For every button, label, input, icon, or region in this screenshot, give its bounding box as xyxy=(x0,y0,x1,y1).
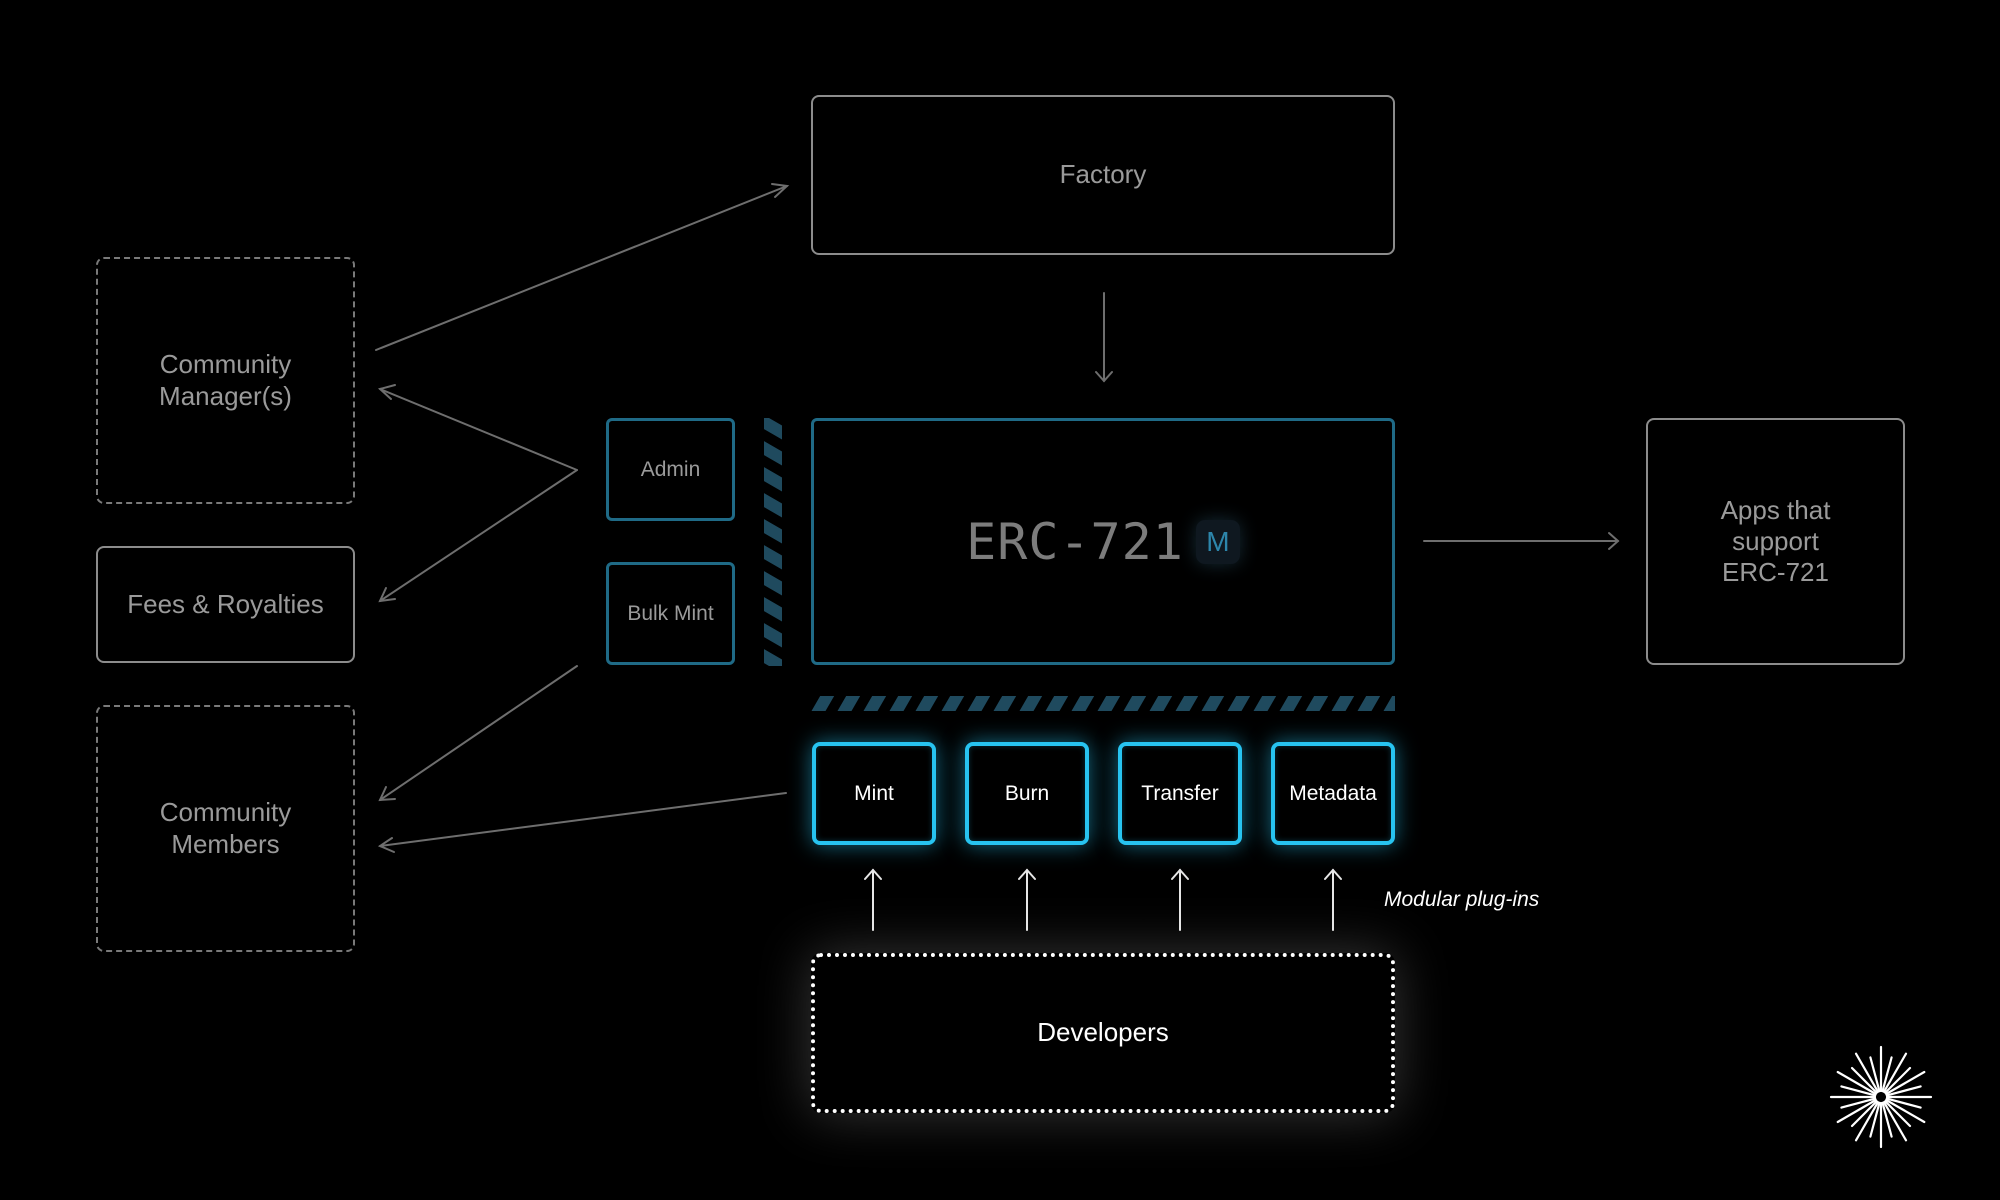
modular-plugins-note: Modular plug-ins xyxy=(1384,888,1540,911)
bulk-mint-label: Bulk Mint xyxy=(627,601,714,625)
arrow-dev-to-burn xyxy=(1018,868,1036,931)
developers-label: Developers xyxy=(1037,1017,1169,1048)
plugin-metadata-label: Metadata xyxy=(1289,781,1377,805)
erc721-box: ERC-721 M xyxy=(811,418,1395,665)
arrow-factory-to-erc721 xyxy=(1095,292,1113,383)
apps-label: Apps that support ERC-721 xyxy=(1720,494,1831,588)
plugin-transfer-label: Transfer xyxy=(1141,781,1219,805)
community-managers-box: Community Manager(s) xyxy=(96,257,355,504)
vertical-hatch-bar xyxy=(764,418,782,666)
bulk-mint-box: Bulk Mint xyxy=(606,562,735,665)
arrow-admin-to-fees xyxy=(378,469,578,603)
plugin-transfer: Transfer xyxy=(1118,742,1242,845)
plugin-mint: Mint xyxy=(812,742,936,845)
erc721-badge: M xyxy=(1195,519,1240,564)
plugin-mint-label: Mint xyxy=(854,781,894,805)
developers-box: Developers xyxy=(811,953,1395,1113)
arrow-erc721-to-apps xyxy=(1423,532,1620,550)
horizontal-hatch-bar xyxy=(811,696,1395,711)
arrow-dev-to-mint xyxy=(864,868,882,931)
factory-box: Factory xyxy=(811,95,1395,255)
community-members-label: Community Members xyxy=(159,797,292,859)
admin-box: Admin xyxy=(606,418,735,521)
plugin-burn-label: Burn xyxy=(1004,781,1050,805)
arrow-admin-to-managers xyxy=(377,384,578,471)
fees-royalties-label: Fees & Royalties xyxy=(127,588,324,619)
arrow-bulkmint-to-members xyxy=(378,665,578,802)
arrow-dev-to-transfer xyxy=(1171,868,1189,931)
community-members-box: Community Members xyxy=(96,705,355,952)
community-managers-label: Community Manager(s) xyxy=(159,349,292,411)
apps-box: Apps that support ERC-721 xyxy=(1646,418,1905,665)
starburst-icon xyxy=(1829,1045,1933,1149)
arrow-dev-to-metadata xyxy=(1324,868,1342,931)
plugin-metadata: Metadata xyxy=(1271,742,1395,845)
admin-label: Admin xyxy=(640,457,701,481)
erc721-label: ERC-721 xyxy=(966,512,1184,571)
arrow-managers-to-factory xyxy=(375,183,790,351)
arrow-mint-to-members xyxy=(377,792,787,853)
factory-label: Factory xyxy=(1059,159,1147,190)
plugin-burn: Burn xyxy=(965,742,1089,845)
fees-royalties-box: Fees & Royalties xyxy=(96,546,355,663)
